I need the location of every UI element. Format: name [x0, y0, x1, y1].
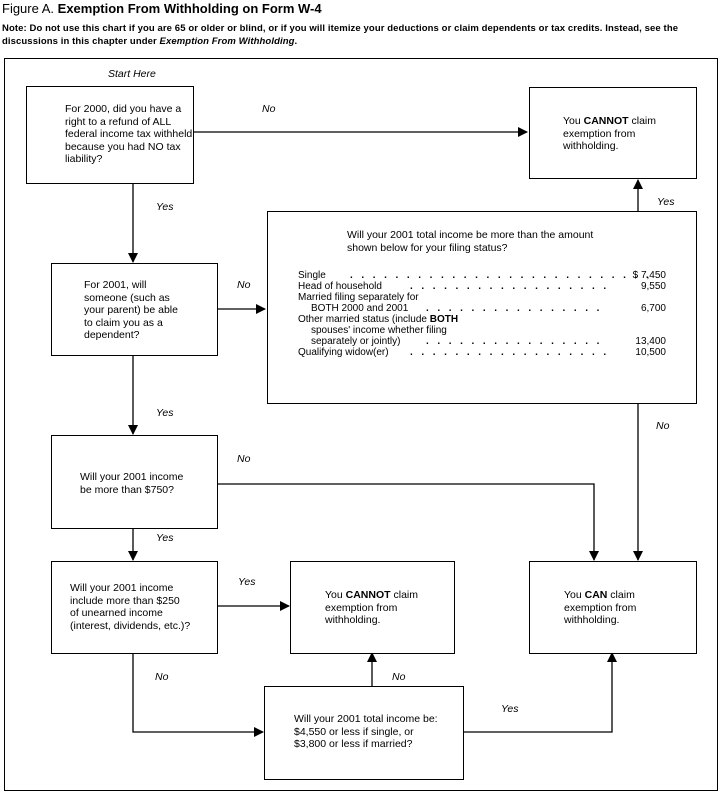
question-income-threshold: Will your 2001 total income be more than…	[267, 211, 697, 404]
arrow-q4-no	[132, 653, 264, 737]
label-no-q1: No	[262, 103, 276, 115]
note-text: Note: Do not use this chart if you are 6…	[2, 23, 679, 47]
question-unearned-income: Will your 2001 income include more than …	[51, 561, 218, 654]
q5-line: Will your 2001 total income be:	[294, 713, 438, 725]
table-row: Married filing separately for	[298, 292, 419, 303]
table-row: separately or jointly) ................ …	[311, 336, 666, 347]
label-no-q2: No	[237, 279, 251, 291]
result-line: exemption from	[564, 601, 637, 614]
q2-line: your parent) be able	[84, 304, 178, 316]
q2-line: to claim you as a	[84, 316, 163, 329]
label-yes-q3: Yes	[156, 532, 174, 544]
flowchart-frame	[4, 58, 718, 791]
question-total-income-low: Will your 2001 total income be: $4,550 o…	[264, 686, 464, 780]
label-no-q5: No	[392, 671, 406, 683]
question-refund-2000: For 2000, did you have a right to a refu…	[26, 86, 194, 184]
filing-status-table: Single ........................... $ 7,4…	[298, 270, 666, 358]
q1-line: right to a refund of ALL	[65, 115, 172, 128]
result-line: You CAN claim	[564, 589, 635, 601]
result-line: exemption from	[325, 601, 398, 614]
figure-prefix: Figure A.	[2, 1, 55, 16]
note: Note: Do not use this chart if you are 6…	[2, 22, 718, 48]
label-no-income: No	[656, 420, 670, 432]
q4-line: (interest, dividends, etc.)?	[70, 619, 191, 632]
q2-line: For 2001, will	[84, 279, 147, 291]
q1-line: For 2000, did you have a	[65, 103, 182, 115]
result-cannot-claim-top: You CANNOT claim exemption from withhold…	[529, 87, 697, 179]
table-row: Head of household .................. 9,5…	[298, 281, 666, 292]
q5-line: $3,800 or less if married?	[294, 738, 413, 750]
question-dependent-2001: For 2001, will someone (such as your par…	[51, 263, 218, 356]
q5-line: $4,550 or less if single, or	[294, 725, 414, 738]
q1-line: federal income tax withheld	[65, 128, 193, 140]
table-row: Single ........................... $ 7,4…	[298, 270, 666, 281]
q4-line: Will your 2001 income	[70, 582, 174, 594]
note-emphasis: Exemption From Withholding	[159, 36, 295, 47]
result-cannot-claim-middle: You CANNOT claim exemption from withhold…	[290, 561, 455, 654]
arrow-q5-yes	[463, 652, 617, 733]
q2-line: dependent?	[84, 329, 140, 341]
figure-title: Figure A. Exemption From Withholding on …	[2, 1, 322, 16]
income-question-line: Will your 2001 total income be more than…	[347, 229, 594, 241]
note-end: .	[294, 36, 298, 47]
arrow-q3-no	[217, 483, 599, 561]
q1-line: liability?	[65, 153, 103, 165]
result-line: withholding.	[563, 140, 619, 152]
result-line: exemption from	[563, 127, 636, 140]
result-can-claim: You CAN claim exemption from withholding…	[529, 561, 697, 654]
income-question-line: shown below for your filing status?	[347, 241, 508, 254]
question-income-750: Will your 2001 income be more than $750?	[51, 435, 218, 529]
table-row: Other married status (include BOTH	[298, 314, 459, 325]
q2-line: someone (such as	[84, 291, 170, 304]
label-yes-q1: Yes	[156, 201, 174, 213]
q4-line: of unearned income	[70, 607, 163, 619]
label-yes-q2: Yes	[156, 407, 174, 419]
q3-line: be more than $750?	[80, 483, 174, 496]
label-yes-income: Yes	[657, 196, 675, 208]
result-line: withholding.	[325, 614, 381, 626]
figure-title-text: Exemption From Withholding on Form W-4	[57, 1, 322, 16]
result-line: You CANNOT claim	[325, 589, 418, 601]
label-no-q4: No	[155, 671, 169, 683]
label-yes-q4: Yes	[238, 576, 256, 588]
q4-line: include more than $250	[70, 594, 180, 607]
q1-line: because you had NO tax	[65, 140, 181, 153]
table-row: spouses' income whether filing	[311, 325, 447, 336]
table-row: Qualifying widow(er) .................. …	[298, 347, 666, 358]
result-line: withholding.	[564, 614, 620, 626]
q3-line: Will your 2001 income	[80, 471, 184, 483]
label-yes-q5: Yes	[501, 703, 519, 715]
result-line: You CANNOT claim	[563, 115, 656, 127]
label-no-q3: No	[237, 453, 251, 465]
table-row: BOTH 2000 and 2001 ................ 6,70…	[311, 303, 666, 314]
start-label: Start Here	[108, 68, 156, 80]
